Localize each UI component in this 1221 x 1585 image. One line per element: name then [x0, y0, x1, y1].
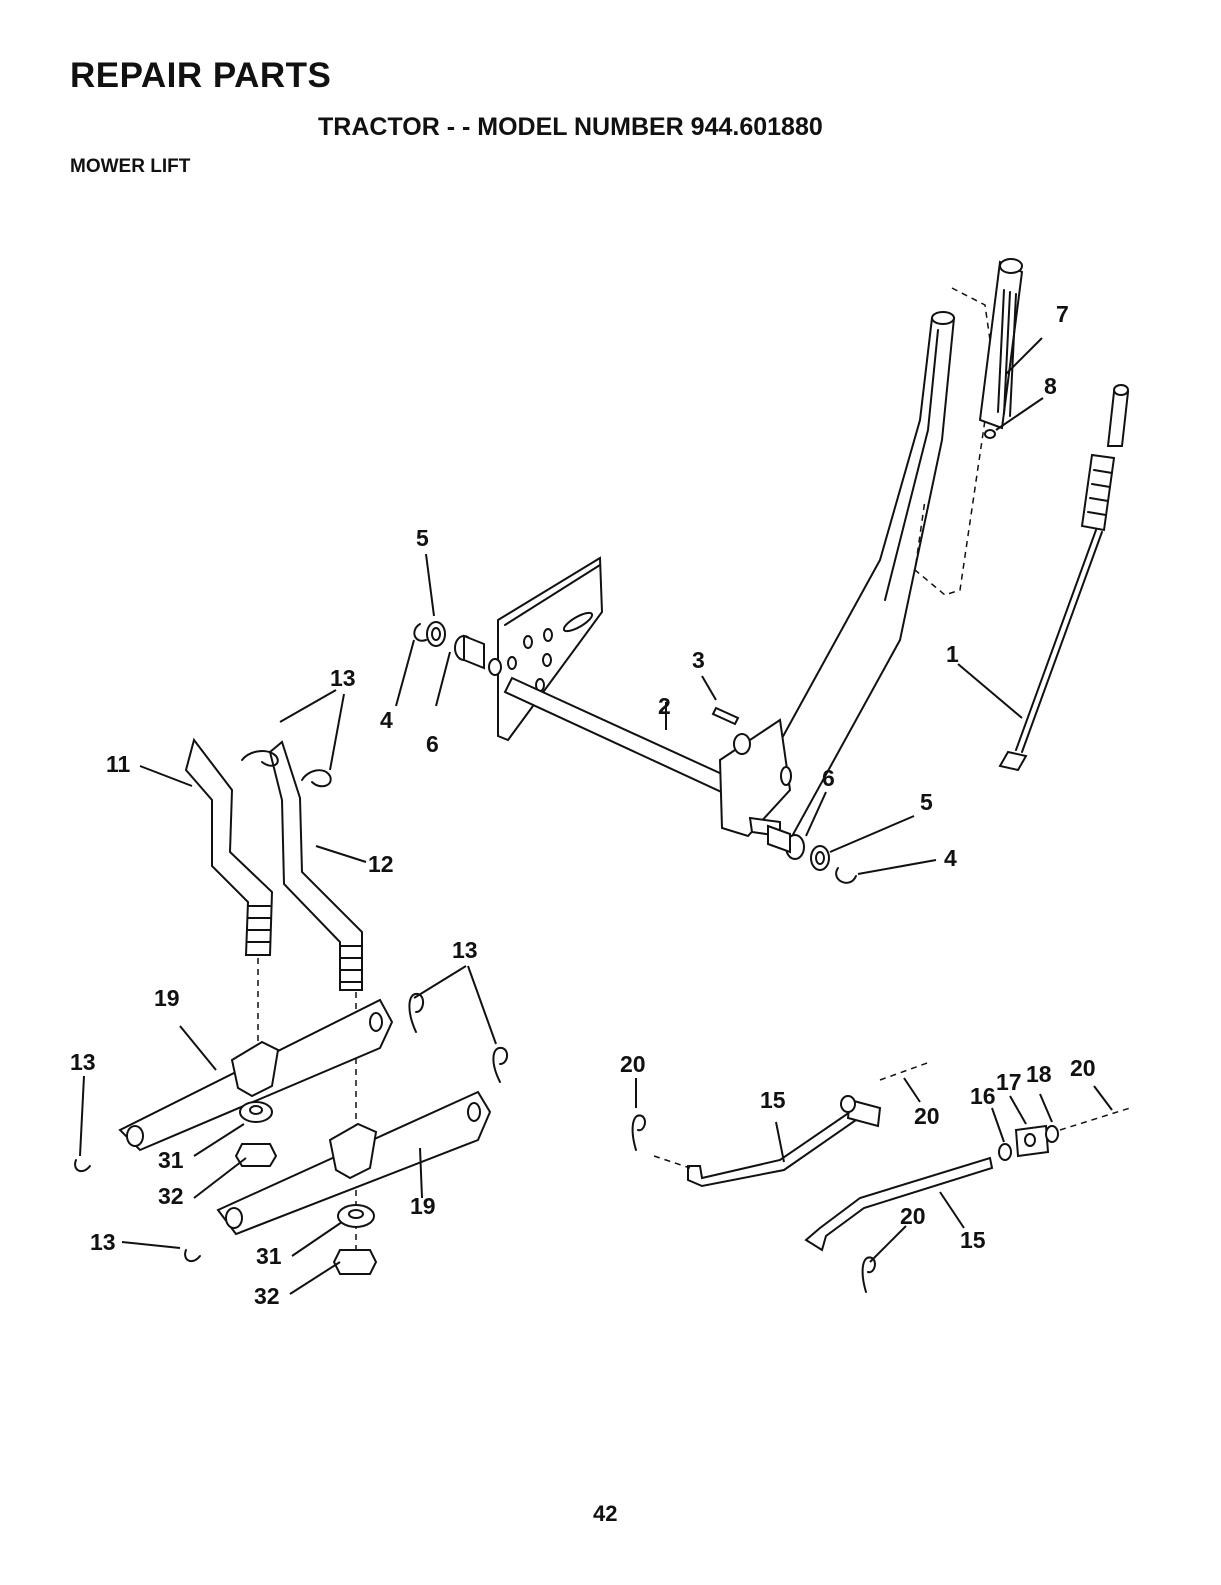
- callout-11: 11: [106, 751, 131, 777]
- lift-link-11: [186, 740, 272, 955]
- hairpin-clip: [185, 1250, 200, 1261]
- callout-15: 15: [960, 1227, 986, 1253]
- left-shaft-hardware: [414, 622, 484, 668]
- callout-5: 5: [920, 789, 933, 815]
- handle-grip: [980, 259, 1022, 438]
- callout-4: 4: [380, 707, 393, 733]
- callout-15: 15: [760, 1087, 786, 1113]
- callout-16: 16: [970, 1083, 996, 1109]
- callout-20: 20: [1070, 1055, 1096, 1081]
- right-shaft-hardware: [768, 826, 856, 883]
- page-number: 42: [593, 1501, 617, 1527]
- callout-20: 20: [900, 1203, 926, 1229]
- callout-32: 32: [158, 1183, 184, 1209]
- hairpin-clip: [302, 770, 331, 786]
- spacer-and-nut-lower: [334, 1205, 376, 1274]
- lift-handle: [752, 288, 990, 840]
- clip-centerline: [880, 1062, 930, 1080]
- height-adjust-rod: [1000, 385, 1128, 770]
- spacer-and-nut-upper: [236, 1102, 276, 1166]
- lift-shaft-assembly: [489, 558, 791, 836]
- callout-20: 20: [620, 1051, 646, 1077]
- callout-19: 19: [410, 1193, 436, 1219]
- callout-3: 3: [692, 647, 705, 673]
- callout-31: 31: [256, 1243, 282, 1269]
- callout-31: 31: [158, 1147, 184, 1173]
- hairpin-clip: [75, 1160, 90, 1171]
- hairpin-clip: [863, 1257, 875, 1292]
- callout-13: 13: [90, 1229, 116, 1255]
- callout-13: 13: [70, 1049, 96, 1075]
- hairpin-clip: [493, 1048, 507, 1082]
- callout-13: 13: [452, 937, 478, 963]
- hairpin-clip: [633, 1115, 645, 1150]
- callout-4: 4: [944, 845, 957, 871]
- callout-5: 5: [416, 525, 429, 551]
- callout-6: 6: [426, 731, 439, 757]
- hairpin-clip: [409, 994, 423, 1032]
- callout-6: 6: [822, 765, 835, 791]
- trunnion-block: [999, 1126, 1058, 1160]
- callout-19: 19: [154, 985, 180, 1011]
- callout-17: 17: [996, 1069, 1022, 1095]
- callout-12: 12: [368, 851, 394, 877]
- callout-7: 7: [1056, 301, 1069, 327]
- callout-20: 20: [914, 1103, 940, 1129]
- callout-2: 2: [658, 693, 671, 719]
- clip-centerline: [1060, 1108, 1130, 1130]
- clip-centerline: [654, 1156, 690, 1168]
- callout-13: 13: [330, 665, 356, 691]
- callout-1: 1: [946, 641, 959, 667]
- roll-pin: [713, 708, 738, 724]
- lift-link-12: [270, 742, 362, 990]
- callout-8: 8: [1044, 373, 1057, 399]
- callout-18: 18: [1026, 1061, 1052, 1087]
- leader-lines: [80, 338, 1112, 1294]
- callout-32: 32: [254, 1283, 280, 1309]
